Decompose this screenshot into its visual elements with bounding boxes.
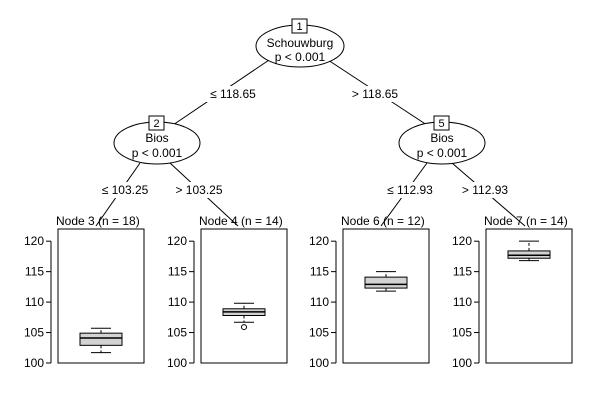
boxplot-panel: Node 7 (n = 14) 100 105 110 115 120	[452, 214, 573, 370]
y-tick-label: 115	[168, 265, 187, 279]
y-tick-label: 120	[309, 234, 329, 248]
node-variable: Bios	[430, 131, 453, 145]
edge-label-2-3: ≤ 103.25	[102, 183, 149, 197]
y-tick-label: 115	[25, 265, 44, 279]
boxplot-panel: Node 4 (n = 14) 100 105 110 115 120	[167, 214, 288, 370]
node-id-box	[291, 18, 308, 34]
y-tick-label: 105	[309, 326, 329, 340]
outlier-point	[241, 324, 247, 331]
y-tick-label: 115	[453, 265, 472, 279]
node-variable: Schouwburg	[267, 36, 334, 50]
edge-label-1-5: > 118.65	[352, 87, 398, 101]
node-id-box	[148, 115, 165, 131]
edge-label-5-6: ≤ 112.93	[387, 183, 433, 197]
y-tick-label: 110	[168, 295, 187, 309]
node-pvalue: p < 0.001	[417, 146, 468, 160]
panel-frame	[342, 228, 430, 364]
node-pvalue: p < 0.001	[275, 50, 326, 64]
y-tick-label: 120	[167, 234, 187, 248]
tree-node-2: 2 Bios p < 0.001	[113, 115, 201, 165]
y-tick-label: 110	[310, 295, 329, 309]
y-tick-label: 110	[453, 295, 472, 309]
box	[79, 332, 123, 346]
tree-node-1: 1 Schouwburg p < 0.001	[255, 18, 345, 68]
edge-label-1-2: ≤ 118.65	[210, 87, 256, 101]
panel-title: Node 3 (n = 18)	[56, 214, 140, 228]
panel-title: Node 7 (n = 14)	[484, 214, 568, 228]
boxplot-panel: Node 3 (n = 18) 100 105 110 115 120	[24, 214, 145, 370]
panel-title: Node 4 (n = 14)	[199, 214, 283, 228]
node-id: 2	[153, 118, 159, 130]
y-tick-label: 120	[24, 234, 44, 248]
node-id-box	[433, 115, 450, 131]
node-id: 1	[296, 21, 302, 33]
edge-labels: ≤ 118.65 > 118.65 ≤ 103.25 > 103.25 ≤ 11…	[96, 86, 514, 198]
y-tick-label: 105	[24, 326, 44, 340]
edge-label-2-4: > 103.25	[175, 183, 222, 197]
y-tick-label: 100	[24, 356, 44, 370]
y-tick-label: 115	[310, 265, 329, 279]
y-tick-label: 105	[452, 326, 472, 340]
edge-label-5-7: > 112.93	[462, 183, 508, 197]
panel-frame	[200, 228, 288, 364]
y-tick-label: 100	[309, 356, 329, 370]
node-id: 5	[438, 118, 444, 130]
node-variable: Bios	[145, 131, 168, 145]
boxplot-panel: Node 6 (n = 12) 100 105 110 115 120	[309, 214, 430, 370]
panel-title: Node 6 (n = 12)	[341, 214, 425, 228]
node-pvalue: p < 0.001	[132, 146, 183, 160]
box	[364, 276, 408, 289]
tree-node-5: 5 Bios p < 0.001	[398, 115, 486, 165]
y-tick-label: 110	[25, 295, 44, 309]
y-tick-label: 100	[452, 356, 472, 370]
y-tick-label: 100	[167, 356, 187, 370]
y-tick-label: 120	[452, 234, 472, 248]
y-tick-label: 105	[167, 326, 187, 340]
